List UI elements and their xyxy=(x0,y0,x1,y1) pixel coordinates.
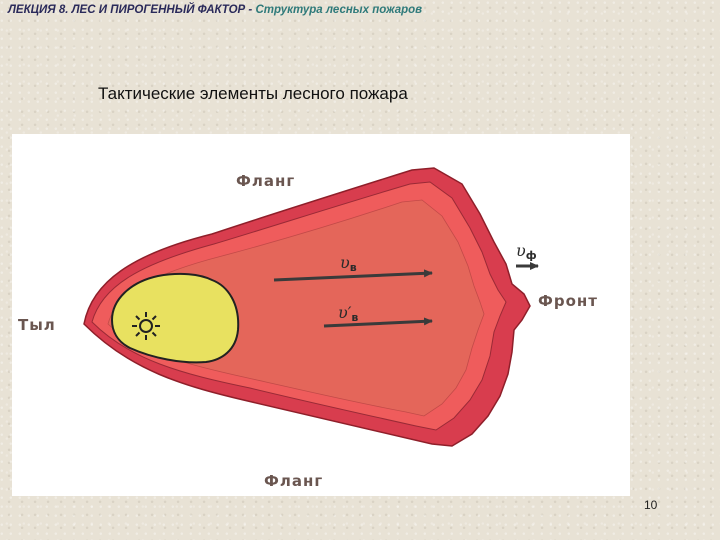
wind-velocity-prime-subscript: в xyxy=(351,311,358,324)
front-velocity-label: υф xyxy=(516,241,537,262)
fire-diagram: υв υ′в υф Фланг Фланг Тыл Фронт xyxy=(18,167,598,490)
front-velocity-symbol: υ xyxy=(516,241,526,260)
wind-velocity-symbol: υ xyxy=(340,253,350,272)
slide-title: Тактические элементы лесного пожара xyxy=(98,84,408,103)
fire-diagram-panel: υв υ′в υф Фланг Фланг Тыл Фронт xyxy=(12,134,630,496)
label-rear: Тыл xyxy=(18,316,56,334)
header-lecture: ЛЕКЦИЯ 8. ЛЕС И ПИРОГЕННЫЙ ФАКТОР xyxy=(8,4,246,16)
label-flank-bottom: Фланг xyxy=(264,472,323,490)
header-topic: Структура лесных пожаров xyxy=(255,4,423,16)
wind-velocity-label: υв xyxy=(340,253,357,274)
label-flank-top: Фланг xyxy=(236,172,295,190)
page-number: 10 xyxy=(644,498,658,512)
sun-icon xyxy=(132,312,160,340)
wind-velocity-prime-arrow xyxy=(323,317,433,328)
front-velocity-subscript: ф xyxy=(526,249,537,262)
label-front: Фронт xyxy=(538,292,598,310)
wind-velocity-prime-label: υ′в xyxy=(338,303,358,324)
wind-velocity-subscript: в xyxy=(350,261,357,274)
wind-velocity-arrow xyxy=(273,269,433,282)
wind-velocity-prime-symbol: υ′ xyxy=(338,303,352,322)
slide-header: ЛЕКЦИЯ 8. ЛЕС И ПИРОГЕННЫЙ ФАКТОР - Стру… xyxy=(8,4,422,16)
fire-source-area xyxy=(110,272,240,364)
header-separator: - xyxy=(248,4,253,16)
